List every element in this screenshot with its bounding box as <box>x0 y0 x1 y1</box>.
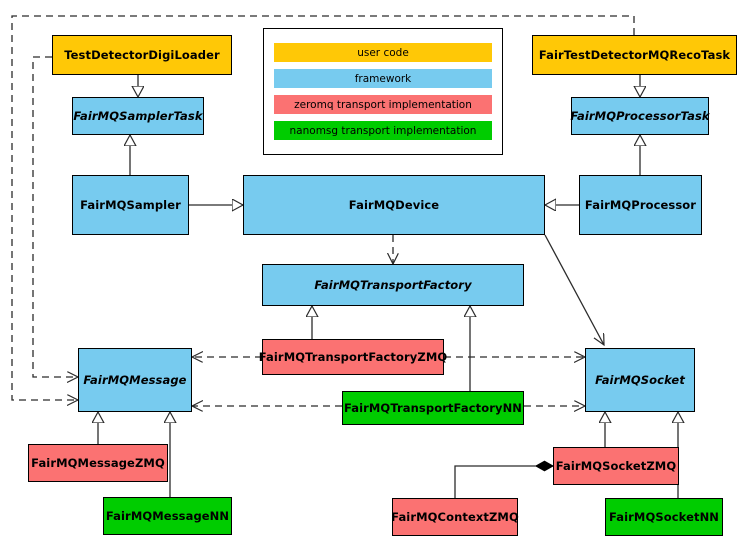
class-node-fair-mq-message-zmq[interactable]: FairMQMessageZMQ <box>28 444 168 482</box>
class-label: FairMQMessageNN <box>105 508 230 523</box>
edge-contextzmq-composed-socketzmq <box>454 466 553 498</box>
class-label: FairMQProcessorTask <box>570 108 710 123</box>
class-node-fair-mq-transport-factory-zmq[interactable]: FairMQTransportFactoryZMQ <box>259 339 447 375</box>
class-label: FairMQMessageZMQ <box>31 455 165 470</box>
legend-label-user-code: user code <box>357 46 409 59</box>
class-node-fair-mq-transport-factory[interactable]: FairMQTransportFactory <box>262 264 524 306</box>
class-node-fair-mq-socket-zmq[interactable]: FairMQSocketZMQ <box>553 447 679 485</box>
class-label: FairTestDetectorMQRecoTask <box>538 47 731 62</box>
class-node-fair-mq-context-zmq[interactable]: FairMQContextZMQ <box>391 498 519 536</box>
legend-label-zeromq: zeromq transport implementation <box>294 98 472 111</box>
class-node-test-detector-digi-loader[interactable]: TestDetectorDigiLoader <box>52 35 232 75</box>
legend-label-nanomsg: nanomsg transport implementation <box>289 124 477 137</box>
class-node-fair-mq-device[interactable]: FairMQDevice <box>243 175 545 235</box>
class-node-fair-mq-processor[interactable]: FairMQProcessor <box>579 175 702 235</box>
class-label: FairMQContextZMQ <box>391 509 519 524</box>
class-label: TestDetectorDigiLoader <box>64 47 220 62</box>
class-label: FairMQTransportFactoryNN <box>343 400 523 415</box>
legend-item-nanomsg: nanomsg transport implementation <box>274 121 492 140</box>
class-label: FairMQSocketNN <box>608 509 720 524</box>
class-node-fair-mq-message[interactable]: FairMQMessage <box>78 348 192 412</box>
class-node-fair-mq-message-nn[interactable]: FairMQMessageNN <box>103 497 232 535</box>
class-label: FairMQSocket <box>595 372 685 387</box>
class-node-fair-mq-socket-nn[interactable]: FairMQSocketNN <box>605 498 723 536</box>
class-label: FairMQProcessor <box>584 197 697 212</box>
legend-item-user-code: user code <box>274 43 492 62</box>
legend-label-framework: framework <box>354 72 412 85</box>
class-node-fair-test-detector-mq-reco-task[interactable]: FairTestDetectorMQRecoTask <box>532 35 737 75</box>
legend-item-zeromq: zeromq transport implementation <box>274 95 492 114</box>
class-node-fair-mq-sampler[interactable]: FairMQSampler <box>72 175 189 235</box>
class-label: FairMQDevice <box>348 197 440 212</box>
edge-device-assoc-socket <box>544 234 604 345</box>
class-node-fair-mq-socket[interactable]: FairMQSocket <box>585 348 695 412</box>
class-node-fair-mq-transport-factory-nn[interactable]: FairMQTransportFactoryNN <box>342 391 524 425</box>
class-label: FairMQTransportFactory <box>314 277 472 292</box>
class-label: FairMQSampler <box>80 197 181 212</box>
class-node-fair-mq-processor-task[interactable]: FairMQProcessorTask <box>570 97 710 135</box>
legend: user code framework zeromq transport imp… <box>263 28 503 155</box>
class-label: FairMQTransportFactoryZMQ <box>258 349 448 364</box>
legend-item-framework: framework <box>274 69 492 88</box>
class-label: FairMQSamplerTask <box>73 108 203 123</box>
class-node-fair-mq-sampler-task[interactable]: FairMQSamplerTask <box>72 97 204 135</box>
class-label: FairMQMessage <box>83 372 187 387</box>
class-label: FairMQSocketZMQ <box>555 458 677 473</box>
